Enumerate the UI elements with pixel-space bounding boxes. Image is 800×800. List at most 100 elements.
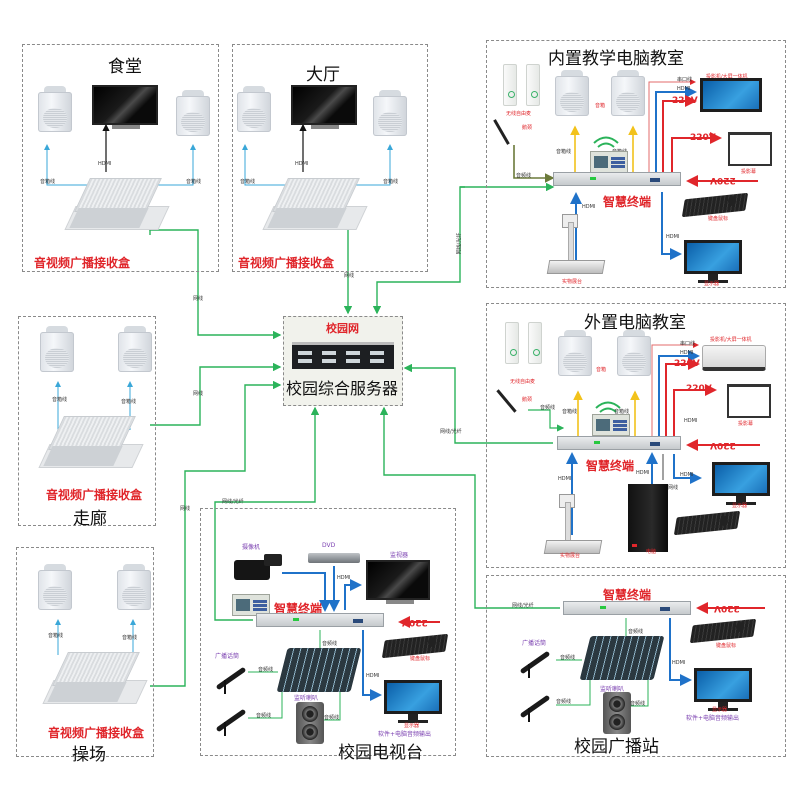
mic-label: 鹅颈 <box>522 397 533 403</box>
wire-label: HDMI <box>680 350 694 356</box>
zone-title-canteen: 食堂 <box>108 57 142 77</box>
monitor-icon <box>684 240 742 286</box>
document-camera-icon <box>546 214 606 278</box>
speaker-icon <box>38 564 72 610</box>
smart-terminal-icon[interactable] <box>557 436 681 450</box>
terminal-label: 智慧终端 <box>603 195 652 209</box>
server-icon <box>292 342 394 369</box>
wire-label: HDMI <box>366 673 380 679</box>
wire-label: 网线/光纤 <box>456 232 463 255</box>
dvd-label: DVD <box>322 542 336 549</box>
wire-label: 音箱线 <box>52 397 68 403</box>
smart-terminal-icon[interactable] <box>553 172 681 186</box>
monitor-label: 显示器 <box>404 723 420 729</box>
speaker-label: 音箱 <box>595 103 606 109</box>
wireless-ap-icon <box>505 322 519 364</box>
monitor-icon <box>712 462 770 508</box>
receiver-box-icon <box>38 410 144 472</box>
speaker-label: 音箱 <box>596 367 607 373</box>
power-label: 220V <box>686 384 712 394</box>
display-label: 投影机/大屏一体机 <box>706 74 748 80</box>
mouse-icon <box>720 516 728 526</box>
wire-label: 音箱线 <box>48 633 64 639</box>
speaker-icon <box>237 86 271 132</box>
wireless-ap-icon <box>503 64 517 106</box>
wire-label: 网线 <box>193 296 204 302</box>
monitor-label: 显示器 <box>732 503 748 509</box>
wire-label: 音箱线 <box>122 635 138 641</box>
wire-label: 音频线 <box>256 713 272 719</box>
receiver-label: 音视频广播接收盒 <box>48 726 145 740</box>
speaker-icon <box>558 330 592 376</box>
mic-label: 广播话筒 <box>215 653 240 660</box>
zone-title-tv-station: 校园电视台 <box>338 743 423 763</box>
smart-terminal-icon[interactable] <box>256 613 384 627</box>
power-label: 220V <box>710 440 736 450</box>
terminal-label: 智慧终端 <box>586 459 635 473</box>
projector-icon <box>702 345 766 371</box>
terminal-label: 智慧终端 <box>603 588 652 602</box>
monitor-label: 显示器 <box>704 281 720 287</box>
tv-icon <box>291 85 357 135</box>
speaker-icon <box>617 330 651 376</box>
monitor-icon <box>384 680 442 726</box>
audio-mixer-icon <box>579 636 665 680</box>
wire-label: HDMI <box>680 472 694 478</box>
wire-label: 音箱线 <box>556 149 572 155</box>
mouse-icon <box>736 622 744 632</box>
wire-label: 网线/光纤 <box>440 429 462 435</box>
mic-label: 鹅颈 <box>522 125 533 131</box>
wireless-ap-icon <box>528 322 542 364</box>
wire-label: 音频线 <box>258 667 274 673</box>
audio-mixer-icon <box>276 648 362 692</box>
speaker-icon <box>176 90 210 136</box>
speaker-icon <box>40 326 74 372</box>
wire-label: 音频线 <box>540 405 556 411</box>
wire-label: 网线 <box>344 273 355 279</box>
campus-server[interactable]: 校园网 校园综合服务器 <box>283 316 403 406</box>
ap-label: 无线自由麦 <box>510 379 536 385</box>
zone-builtin-lab <box>486 40 786 288</box>
speaker-icon <box>373 90 407 136</box>
screen-label: 投影幕 <box>741 169 757 175</box>
speaker-icon <box>611 70 645 116</box>
smart-terminal-icon[interactable] <box>563 601 691 615</box>
monitor-icon <box>694 668 752 714</box>
keyboard-label: 键盘鼠标 <box>708 216 729 222</box>
zone-playground <box>16 547 154 757</box>
zone-title-builtin-lab: 内置教学电脑教室 <box>548 49 684 69</box>
receiver-box-icon <box>64 172 170 234</box>
wire-label: HDMI <box>666 234 680 240</box>
network-label: 校园网 <box>326 322 359 335</box>
receiver-box-icon <box>42 646 148 708</box>
zone-hall <box>232 44 428 272</box>
wire-label: HDMI <box>337 575 351 581</box>
ap-label: 无线自由麦 <box>506 111 532 117</box>
monitor-speaker-icon <box>603 692 631 734</box>
control-panel-icon <box>590 151 628 173</box>
wire-label: 音箱线 <box>121 399 137 405</box>
microphone-icon <box>210 706 246 736</box>
power-label: 220V <box>690 133 716 143</box>
document-camera-icon <box>543 494 603 558</box>
projection-screen-icon <box>727 384 771 418</box>
receiver-box-icon <box>262 172 368 234</box>
wire-label: 音箱线 <box>186 179 202 185</box>
tv-label: 监视器 <box>390 552 409 559</box>
speaker-icon <box>555 70 589 116</box>
control-panel-icon <box>232 594 270 616</box>
camcorder-label: 摄像机 <box>242 544 261 551</box>
wire-label: HDMI <box>582 204 596 210</box>
wire-label: 音箱线 <box>614 409 630 415</box>
wire-label: HDMI <box>684 418 698 424</box>
doccam-label: 实物展台 <box>562 279 583 285</box>
wire-label: HDMI <box>677 86 691 92</box>
wire-label: 音频线 <box>556 699 572 705</box>
display-label: 投影机/大屏一体机 <box>710 337 752 343</box>
power-label: 220V <box>674 359 700 369</box>
power-label: 220V <box>714 603 740 613</box>
speaker-icon <box>38 86 72 132</box>
zone-canteen <box>22 44 219 272</box>
net-wire-corridor <box>150 362 282 426</box>
receiver-label: 音视频广播接收盒 <box>238 256 335 270</box>
